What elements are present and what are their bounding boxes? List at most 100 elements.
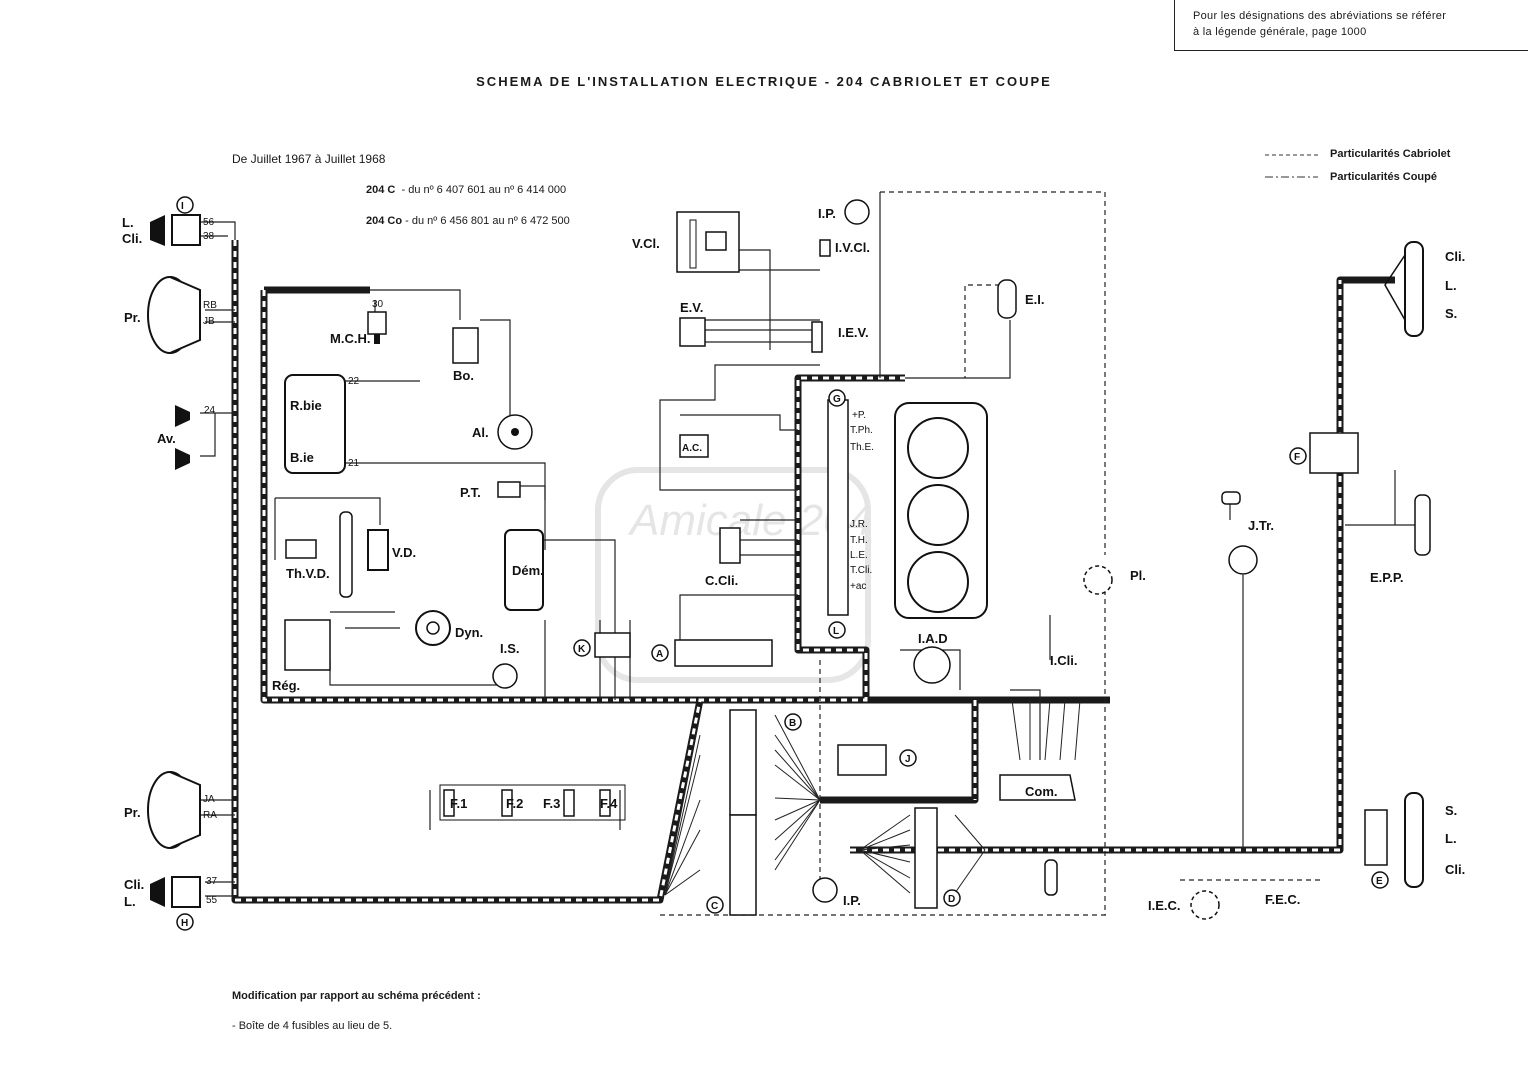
connector-letters: K A B C D E F G J L <box>573 389 1389 914</box>
cigar-lighter-ac: A.C. <box>679 434 709 458</box>
right-bottom-rear-lamp: S. L. Cli. <box>1404 792 1465 888</box>
label-dyn: Dyn. <box>455 625 483 640</box>
label-vd: V.D. <box>392 545 416 560</box>
modification-heading: Modification par rapport au schéma précé… <box>232 990 481 1002</box>
label-pac: +ac <box>850 581 866 592</box>
label-cli: Cli. <box>124 877 144 892</box>
connector-h <box>176 913 194 931</box>
reference-note: Pour les désignations des abréviations s… <box>1174 0 1528 51</box>
connector-a: A <box>656 649 663 660</box>
svg-text:22: 22 <box>348 376 360 387</box>
fuse-box: F.1 F.2 F.3 F.4 <box>439 784 626 821</box>
serial-range-204c: 204 C - du nº 6 407 601 au nº 6 414 000 <box>366 184 566 196</box>
legend-coupe: Particularités Coupé <box>1330 171 1437 183</box>
svg-text:H: H <box>181 918 188 929</box>
connector-g: G <box>833 394 841 405</box>
starter-dem: Dém. <box>504 529 544 611</box>
connector-l: L <box>833 626 839 637</box>
reference-note-line1: Pour les désignations des abréviations s… <box>1193 10 1447 22</box>
legend-cabriolet: Particularités Cabriolet <box>1330 148 1451 160</box>
diagram-title: SCHEMA DE L'INSTALLATION ELECTRIQUE - 20… <box>476 74 1052 89</box>
serial-range: - du nº 6 407 601 au nº 6 414 000 <box>401 184 567 196</box>
svg-text:I: I <box>181 201 184 212</box>
svg-text:RA: RA <box>203 810 217 821</box>
connector-e: E <box>1376 876 1383 887</box>
label-f4: F.4 <box>600 796 618 811</box>
svg-text:RB: RB <box>203 300 217 311</box>
label-icli: I.Cli. <box>1050 653 1077 668</box>
svg-text:JA: JA <box>203 794 215 805</box>
bus-fan-wires <box>664 699 1081 896</box>
label-jtr: J.Tr. <box>1248 518 1274 533</box>
label-pl: Pl. <box>1130 568 1146 583</box>
fan-vd: Th.V.D. V.D. <box>285 511 416 598</box>
production-period: De Juillet 1967 à Juillet 1968 <box>232 152 386 166</box>
label-th: T.H. <box>850 535 868 546</box>
harness-pattern <box>233 240 1342 902</box>
connector-blocks <box>594 432 1431 920</box>
label-pr: Pr. <box>124 805 141 820</box>
ignition-switch-is: I.S. <box>492 641 520 689</box>
reference-note-line2: à la légende générale, page 1000 <box>1193 26 1367 38</box>
label-le: L.E. <box>850 550 868 561</box>
svg-text:24: 24 <box>204 405 216 416</box>
label-cli: Cli. <box>1445 862 1465 877</box>
label-ei: E.I. <box>1025 292 1045 307</box>
door-switch-ip-top: I.P. <box>818 199 870 225</box>
connector-f: F <box>1294 452 1300 463</box>
label-s: S. <box>1445 803 1457 818</box>
connector-d: D <box>948 894 955 905</box>
label-bie: B.ie <box>290 450 314 465</box>
wiper-motor-vcl: V.Cl. <box>632 211 740 273</box>
label-f3: F.3 <box>543 796 560 811</box>
label-al: Al. <box>472 425 489 440</box>
left-bottom-headlamp: Pr. JA RA <box>124 771 217 849</box>
label-av: Av. <box>157 431 176 446</box>
serial-range-204co: 204 Co - du nº 6 456 801 au nº 6 472 500 <box>366 215 570 227</box>
label-reg: Rég. <box>272 678 300 693</box>
serial-range: - du nº 6 456 801 au nº 6 472 500 <box>405 215 570 227</box>
coil-bo: Bo. <box>452 327 479 383</box>
label-epp: E.P.P. <box>1370 570 1404 585</box>
serial-model: 204 Co <box>366 215 403 227</box>
label-the: Th.E. <box>850 442 874 453</box>
label-pr: Pr. <box>124 310 141 325</box>
connector-j: J <box>905 754 911 765</box>
label-ip: I.P. <box>843 893 861 908</box>
washer-switch-iev: I.E.V. <box>811 321 869 353</box>
connector-b: B <box>789 718 796 729</box>
left-top-headlamp: Pr. RB JB <box>124 276 217 354</box>
right-top-rear-lamp: Cli. L. S. <box>1384 241 1465 337</box>
label-ip: I.P. <box>818 206 836 221</box>
flasher-unit-ccli: C.Cli. <box>705 527 741 588</box>
label-iad: I.A.D <box>918 631 948 646</box>
label-l: L. <box>1445 278 1457 293</box>
regulator-reg: Rég. <box>272 619 331 693</box>
label-vcl: V.Cl. <box>632 236 660 251</box>
thin-wires <box>200 191 1415 916</box>
label-com: Com. <box>1025 784 1058 799</box>
label-f1: F.1 <box>450 796 467 811</box>
label-l: L. <box>122 215 134 230</box>
wiper-switch-ivcl: I.V.Cl. <box>819 239 870 257</box>
label-tcli: T.Cli. <box>850 565 872 576</box>
svg-text:JB: JB <box>203 316 215 327</box>
washer-pump-ev: E.V. <box>679 300 706 347</box>
iad-switch <box>913 646 951 684</box>
instrument-panel: +P. T.Ph. Th.E. J.R. T.H. L.E. T.Cli. +a… <box>827 399 988 619</box>
svg-text:55: 55 <box>206 895 218 906</box>
com-switch <box>999 774 1076 801</box>
label-tp: +P. <box>852 410 866 421</box>
label-cli: Cli. <box>1445 249 1465 264</box>
label-is: I.S. <box>500 641 520 656</box>
speedometer <box>907 551 969 613</box>
label-fec: F.E.C. <box>1265 892 1300 907</box>
dynamo: Dyn. <box>415 610 483 646</box>
label-l: L. <box>1445 831 1457 846</box>
distributor-al: Al. <box>472 414 533 450</box>
horn-av: Av. 24 <box>157 405 216 470</box>
